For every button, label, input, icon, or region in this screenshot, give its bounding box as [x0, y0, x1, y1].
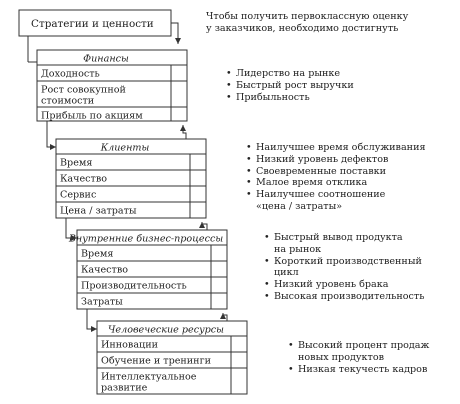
- finance-panel: [36, 49, 188, 122]
- finance-title: Финансы: [83, 54, 129, 65]
- customers-row-label: Сервис: [60, 190, 96, 201]
- goal-item: Наилучшее время обслуживания: [246, 142, 426, 154]
- goal-item: Высокая производительность: [264, 291, 424, 303]
- customers-panel: [55, 138, 207, 219]
- customers-title: Клиенты: [100, 143, 150, 154]
- processes-goals-list: Быстрый вывод продукта на рынокКороткий …: [264, 232, 424, 303]
- goal-item: Низкий уровень брака: [264, 279, 424, 291]
- strategy-box: [18, 9, 172, 37]
- goal-item: Своевременные поставки: [246, 166, 426, 178]
- hr-title: Человеческие ресурсы: [108, 325, 224, 336]
- goal-item: Высокий процент продаж новых продуктов: [288, 340, 429, 364]
- processes-panel: [76, 229, 228, 310]
- goal-item: Быстрый рост выручки: [226, 80, 354, 92]
- finance-row-label: стоимости: [41, 96, 94, 107]
- feedback-arrow: [199, 222, 208, 230]
- hr-row-label: развитие: [101, 383, 148, 394]
- panel-connector-arrow: [86, 309, 97, 332]
- panel-connector-arrow: [65, 218, 77, 241]
- processes-row-label: Качество: [81, 265, 128, 276]
- goal-item: Наилучшее соотношение «цена / затраты»: [246, 189, 426, 213]
- finance-row-label: Доходность: [41, 69, 100, 80]
- finance-row-label: Рост совокупной: [41, 85, 126, 96]
- processes-row-label: Затраты: [81, 297, 123, 308]
- processes-row-label: Время: [81, 249, 113, 260]
- hr-goals-list: Высокий процент продаж новых продуктовНи…: [288, 340, 429, 375]
- feedback-arrow: [220, 313, 228, 321]
- goal-item: Быстрый вывод продукта на рынок: [264, 232, 424, 256]
- hr-panel: [96, 320, 248, 395]
- customers-row-label: Цена / затраты: [60, 206, 137, 217]
- intro-note: Чтобы получить первоклассную оценку у за…: [206, 11, 408, 35]
- customers-row-label: Время: [60, 158, 92, 169]
- processes-row-label: Производительность: [81, 281, 187, 292]
- finance-goals-list: Лидерство на рынкеБыстрый рост выручкиПр…: [226, 68, 354, 103]
- intro-note-line-1: Чтобы получить первоклассную оценку: [206, 11, 409, 22]
- feedback-arrow: [180, 125, 187, 139]
- goal-item: Низкая текучесть кадров: [288, 364, 429, 376]
- customers-row-label: Качество: [60, 174, 107, 185]
- goal-item: Малое время отклика: [246, 177, 426, 189]
- goal-item: Прибыльность: [226, 92, 354, 104]
- hr-row-label: Инновации: [101, 340, 158, 351]
- panel-connector-arrow: [46, 121, 56, 150]
- hr-row-label: Обучение и тренинги: [101, 356, 211, 367]
- goal-item: Лидерство на рынке: [226, 68, 354, 80]
- goal-item: Короткий производственный цикл: [264, 256, 424, 280]
- hr-row-label: Интеллектуальное: [101, 372, 197, 383]
- strategy-box-label: Стратегии и ценности: [31, 18, 154, 30]
- finance-row-label: Прибыль по акциям: [41, 111, 143, 122]
- processes-title: Внутренние бизнес-процессы: [68, 234, 223, 245]
- customers-goals-list: Наилучшее время обслуживанияНизкий урове…: [246, 142, 426, 213]
- goal-item: Низкий уровень дефектов: [246, 154, 426, 166]
- strategy-to-finance-arrow: [171, 22, 181, 44]
- intro-note-line-2: у заказчиков, необходимо достигнуть: [206, 23, 399, 34]
